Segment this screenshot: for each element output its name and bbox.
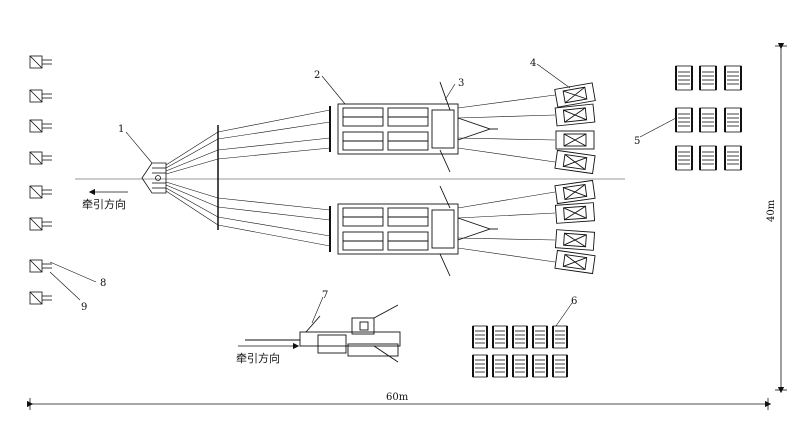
- conductor-lines: [165, 131, 219, 226]
- running-board: [141, 162, 167, 194]
- label-7: 7: [322, 290, 328, 301]
- reel-stand: [554, 103, 596, 127]
- conductor-reel: [699, 145, 717, 171]
- conductor-reel: [552, 354, 568, 378]
- label-2: 2: [314, 70, 320, 81]
- conductor-reel: [492, 354, 508, 378]
- reel-stand: [554, 149, 596, 175]
- label-5: 5: [634, 136, 640, 147]
- label-4: 4: [530, 58, 536, 69]
- ground-anchor: [29, 259, 52, 273]
- ground-anchor: [29, 89, 52, 103]
- conductor-reel: [472, 325, 488, 349]
- label-9: 9: [81, 302, 87, 313]
- direction-label-lower: 牵引方向: [236, 351, 280, 365]
- conductor-reel: [492, 325, 508, 349]
- height-dimension-label: 40m: [766, 199, 777, 222]
- tensioner-lower: [329, 185, 498, 277]
- conductor-reels-group-5: [675, 65, 742, 171]
- reel-stand: [554, 82, 596, 108]
- width-dimension: [26, 398, 772, 410]
- conductor-reel: [512, 325, 528, 349]
- conductor-reel: [675, 107, 693, 133]
- ground-anchor: [29, 151, 52, 165]
- conductor-reel: [552, 325, 568, 349]
- ground-anchor: [29, 291, 52, 305]
- reel-stand: [554, 179, 596, 205]
- conductor-lines-upper: [217, 109, 331, 247]
- direction-label-upper: 牵引方向: [82, 197, 126, 211]
- conductor-reel: [675, 65, 693, 91]
- conductor-reel: [724, 107, 742, 133]
- conductor-reel: [675, 145, 693, 171]
- reel-stands: [554, 82, 596, 275]
- label-3: 3: [458, 78, 464, 89]
- puller: [245, 304, 401, 363]
- conductor-lines-reels: [457, 94, 556, 263]
- width-dimension-label: 60m: [386, 392, 409, 403]
- label-6: 6: [571, 296, 577, 307]
- reel-stand: [554, 229, 596, 251]
- conductor-reels-group-6: [472, 325, 568, 378]
- ground-anchor: [29, 185, 52, 199]
- anchor-column: [29, 55, 52, 305]
- conductor-reel: [472, 354, 488, 378]
- conductor-reel: [512, 354, 528, 378]
- height-dimension: [775, 42, 787, 394]
- tensioner-upper: [329, 81, 498, 173]
- reel-stand: [555, 130, 595, 150]
- conductor-reel: [532, 354, 548, 378]
- label-1: 1: [118, 124, 124, 135]
- label-8: 8: [100, 278, 106, 289]
- reel-stand: [554, 202, 596, 224]
- conductor-reel: [532, 325, 548, 349]
- conductor-reel: [724, 65, 742, 91]
- conductor-reel: [699, 65, 717, 91]
- reel-stand: [554, 249, 596, 275]
- ground-anchor: [29, 55, 52, 69]
- conductor-reel: [724, 145, 742, 171]
- conductor-reel: [699, 107, 717, 133]
- ground-anchor: [29, 217, 52, 231]
- ground-anchor: [29, 119, 52, 133]
- leader-lines: [49, 63, 677, 327]
